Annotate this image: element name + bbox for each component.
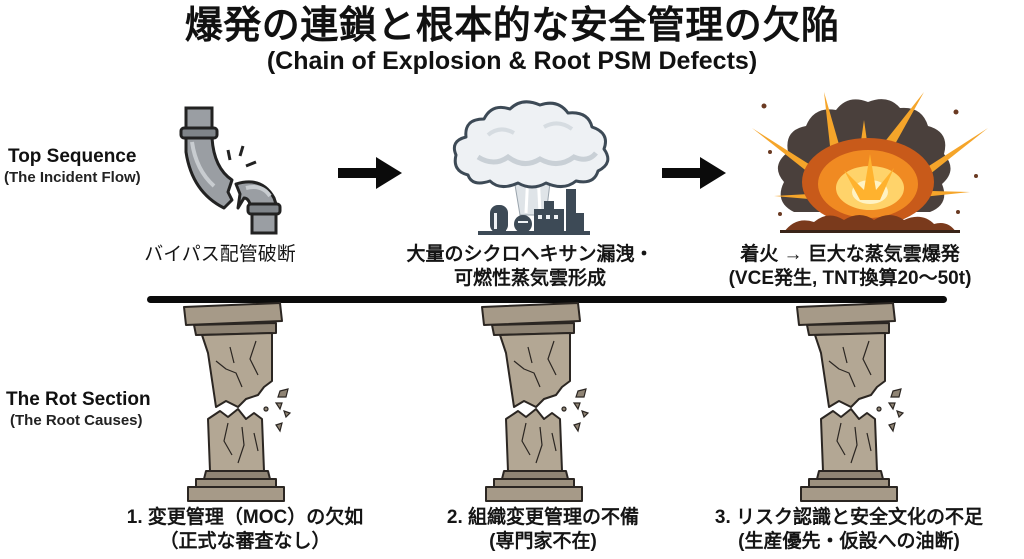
- structural-beam-divider: [147, 296, 947, 303]
- cause-caption-1: 1. 変更管理（MOC）の欠如 （正式な審査なし）: [95, 506, 395, 554]
- cause-caption-line: (専門家不在): [489, 531, 597, 552]
- rot-section-sublabel: (The Root Causes): [10, 412, 143, 429]
- page-subtitle: (Chain of Explosion & Root PSM Defects): [266, 47, 758, 75]
- cause-caption-line: 2. 組織変更管理の不備: [446, 507, 640, 528]
- broken-pillar-icon: [180, 302, 292, 502]
- cause-caption-3: 3. リスク認識と安全文化の不足 (生産優先・仮設への油断): [694, 506, 1004, 554]
- top-sequence-label: Top Sequence: [8, 146, 137, 167]
- step-caption-1: バイパス配管破断: [120, 243, 320, 267]
- step-caption-2: 大量のシクロヘキサン漏洩・ 可燃性蒸気雲形成: [380, 243, 680, 291]
- explosion-icon: [744, 92, 994, 238]
- step-caption-line: 可燃性蒸気雲形成: [453, 268, 606, 289]
- cause-caption-line: (生産優先・仮設への油断): [738, 531, 960, 552]
- right-arrow-icon: [336, 155, 404, 191]
- vapor-cloud-plant-icon: [448, 97, 618, 237]
- cause-caption-line: 3. リスク認識と安全文化の不足: [714, 507, 984, 528]
- cause-caption-line: 1. 変更管理（MOC）の欠如: [126, 507, 364, 528]
- page-title: 爆発の連鎖と根本的な安全管理の欠陥: [184, 5, 840, 47]
- broken-pillar-icon: [478, 302, 590, 502]
- cause-caption-2: 2. 組織変更管理の不備 (専門家不在): [393, 506, 693, 554]
- step-caption-line: バイパス配管破断: [144, 244, 296, 265]
- cause-caption-line: （正式な審査なし）: [159, 531, 331, 552]
- top-sequence-sublabel: (The Incident Flow): [4, 169, 141, 186]
- broken-pipe-icon: [170, 106, 290, 235]
- step-caption-line: 着火 → 巨大な蒸気雲爆発: [740, 244, 960, 265]
- step-caption-line: (VCE発生, TNT換算20〜50t): [728, 268, 972, 289]
- broken-pillar-icon: [793, 302, 905, 502]
- step-caption-3: 着火 → 巨大な蒸気雲爆発 (VCE発生, TNT換算20〜50t): [700, 243, 1000, 291]
- step-caption-line: 大量のシクロヘキサン漏洩・: [406, 244, 654, 265]
- rot-section-label: The Rot Section: [6, 389, 151, 410]
- right-arrow-icon: [660, 155, 728, 191]
